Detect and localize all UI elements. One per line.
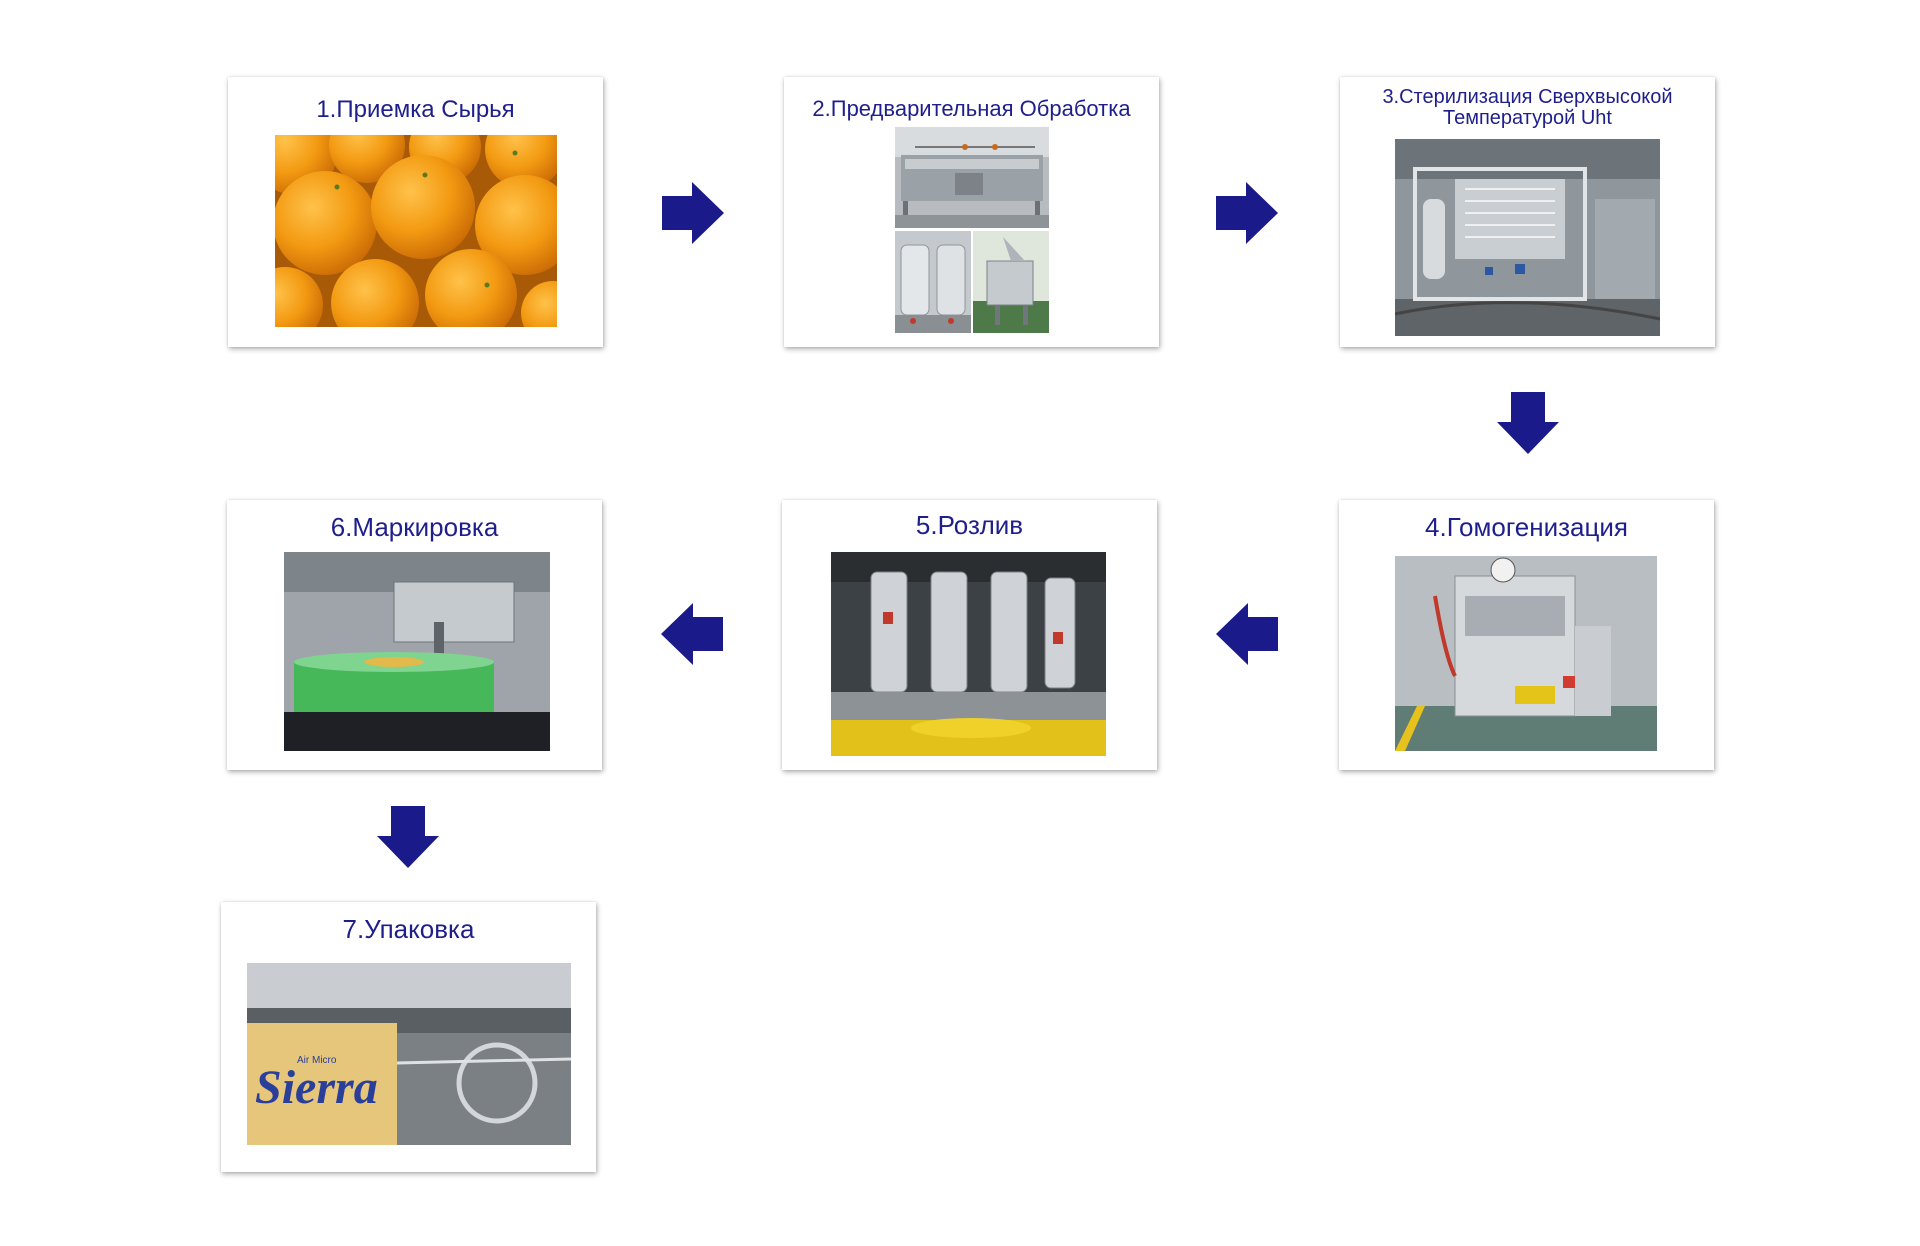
step-title-3: 3.Стерилизация Сверхвысокой Температурой… xyxy=(1340,87,1715,129)
step-title-3-line1: 3.Стерилизация Сверхвысокой xyxy=(1382,86,1673,108)
filling-machine-photo xyxy=(831,552,1106,756)
step-card-6: 6.Маркировка xyxy=(227,500,602,770)
arrow-right-icon xyxy=(1216,182,1278,244)
uht-sterilizer-photo xyxy=(1395,139,1660,336)
tanks-photo xyxy=(895,231,971,333)
step-title-4: 4.Гомогенизация xyxy=(1425,512,1628,542)
step-card-7: 7.Упаковка Sierra Air Micro xyxy=(221,902,596,1172)
packaging-machine-photo: Sierra Air Micro xyxy=(247,963,571,1145)
step-card-3: 3.Стерилизация Сверхвысокой Температурой… xyxy=(1340,77,1715,347)
arrow-left-icon xyxy=(1216,603,1278,665)
arrow-left-icon xyxy=(661,603,723,665)
sierra-logo: Sierra Air Micro xyxy=(255,1055,378,1114)
step-title-1: 1.Приемка Сырья xyxy=(316,96,515,123)
step-title-5: 5.Розлив xyxy=(915,510,1024,540)
step-title-2: 2.Предварительная Обработка xyxy=(812,96,1131,121)
step-card-4: 4.Гомогенизация xyxy=(1339,500,1714,770)
arrow-down-icon xyxy=(377,806,439,868)
step-card-2: 2.Предварительная Обработка xyxy=(784,77,1159,347)
homogenizer-photo xyxy=(1395,556,1657,751)
arrow-right-icon xyxy=(662,182,724,244)
step-title-7: 7.Упаковка xyxy=(342,914,475,944)
arrow-down-icon xyxy=(1497,392,1559,454)
labeling-machine-photo xyxy=(284,552,550,751)
step-title-3-line2: Температурой Uht xyxy=(1443,107,1612,129)
sierra-logo-subtext: Air Micro xyxy=(297,1055,337,1066)
washing-machine-photo xyxy=(895,127,1049,228)
step-title-6: 6.Маркировка xyxy=(330,512,499,542)
step-card-1: 1.Приемка Сырья xyxy=(228,77,603,347)
juice-extractor-photo xyxy=(973,231,1049,333)
step-card-5: 5.Розлив xyxy=(782,500,1157,770)
sierra-logo-text: Sierra xyxy=(255,1061,378,1114)
oranges-photo xyxy=(275,135,557,327)
